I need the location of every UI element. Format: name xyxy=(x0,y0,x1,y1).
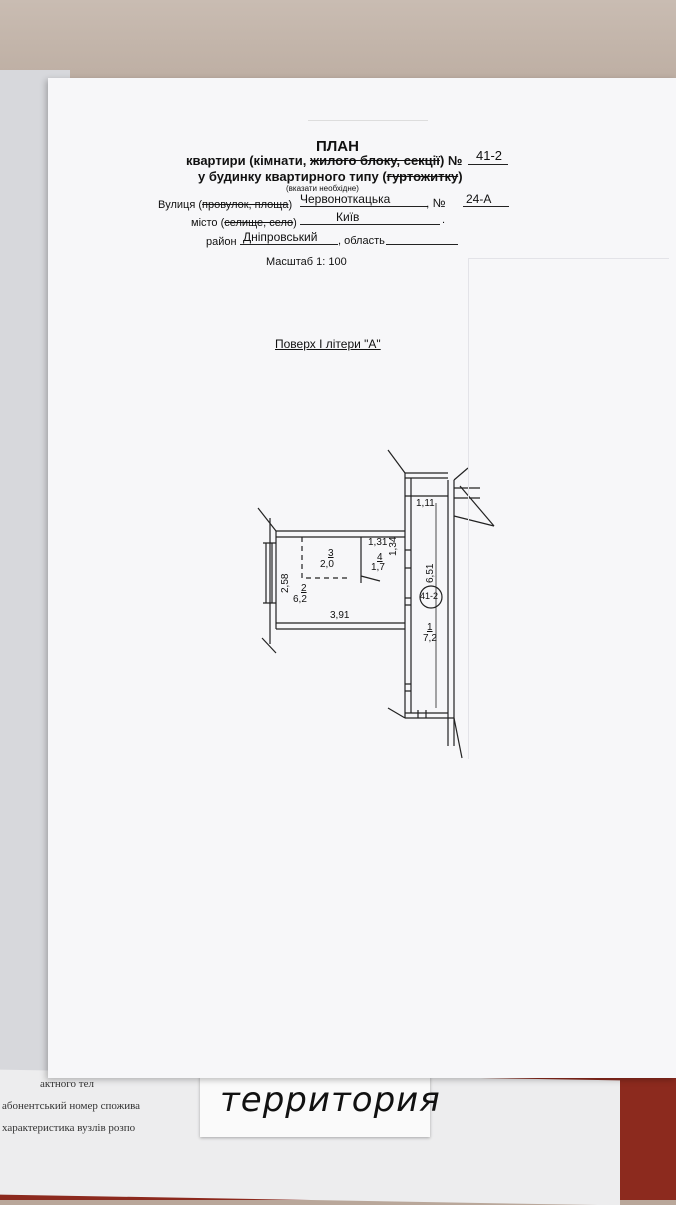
room4-number: 4 xyxy=(377,552,383,563)
show-through-table xyxy=(468,258,669,759)
show-through-line xyxy=(308,120,428,122)
line2-part-c: ) xyxy=(458,169,463,184)
underlying-text-1: актного тел xyxy=(40,1078,94,1090)
apt-number-underline xyxy=(468,164,508,165)
room2-area: 6,2 xyxy=(293,594,307,605)
room1-area: 7,2 xyxy=(423,633,437,644)
underlying-text-3: характеристика вузлів розпо xyxy=(2,1122,136,1134)
dim-1-11: 1,11 xyxy=(416,498,435,509)
line1-part-a: квартири (кімнати, xyxy=(186,153,310,168)
street-value: Червоноткацька xyxy=(300,192,391,206)
sticky-note-text: территория xyxy=(220,1080,441,1120)
line1-part-c: ) № xyxy=(439,153,463,168)
doc-title: ПЛАН xyxy=(316,138,359,155)
dim-1-31: 1,31 xyxy=(368,537,388,548)
doc-line-1: квартири (кімнати, жилого блоку, секції)… xyxy=(186,153,462,168)
room4-area: 1,7 xyxy=(371,562,385,573)
oblast-underline xyxy=(386,244,458,245)
line1-struck: жилого блоку, секції xyxy=(309,153,440,168)
dim-2-58: 2,58 xyxy=(280,573,291,593)
line2-struck: гуртожитку xyxy=(386,169,459,184)
city-value: Київ xyxy=(336,210,360,224)
floor-label: Поверх І літери "А" xyxy=(275,337,381,351)
street-underline xyxy=(300,206,428,207)
street-number-underline xyxy=(463,206,509,207)
floor-plan-drawing xyxy=(257,449,495,759)
room3-number: 3 xyxy=(328,548,334,559)
room2-number: 2 xyxy=(301,583,307,594)
district-value: Дніпровський xyxy=(243,230,318,244)
room1-number: 1 xyxy=(427,622,433,633)
city-underline xyxy=(300,224,440,225)
sticky-note xyxy=(200,1075,430,1137)
street-number-label: , № xyxy=(426,196,446,210)
city-label: місто (селище, село) xyxy=(191,217,297,229)
street-number-value: 24-А xyxy=(466,192,492,206)
scale: Масштаб 1: 100 xyxy=(266,256,347,268)
dim-6-51: 6,51 xyxy=(425,563,436,583)
room3-area: 2,0 xyxy=(320,559,334,570)
line2-part-a: у будинку квартирного типу ( xyxy=(198,169,387,184)
doc-hint: (вказати необхідне) xyxy=(286,184,359,193)
dim-3-91: 3,91 xyxy=(330,610,350,621)
document-sheet: ПЛАН квартири (кімнати, жилого блоку, се… xyxy=(48,78,676,1078)
district-underline xyxy=(240,244,338,245)
underlying-text-2: абонентський номер спожива xyxy=(2,1100,141,1112)
district-label: район xyxy=(206,236,237,248)
city-end: . xyxy=(442,214,446,226)
doc-line-2: у будинку квартирного типу (гуртожитку) xyxy=(198,169,463,184)
dim-1-34: 1,34 xyxy=(388,536,399,556)
street-label: Вулиця (провулок, площа) xyxy=(158,199,293,211)
apartment-number: 41-2 xyxy=(476,148,503,163)
flat-number-circle-label: 41-2 xyxy=(420,591,439,601)
oblast-label: , область xyxy=(338,235,385,247)
